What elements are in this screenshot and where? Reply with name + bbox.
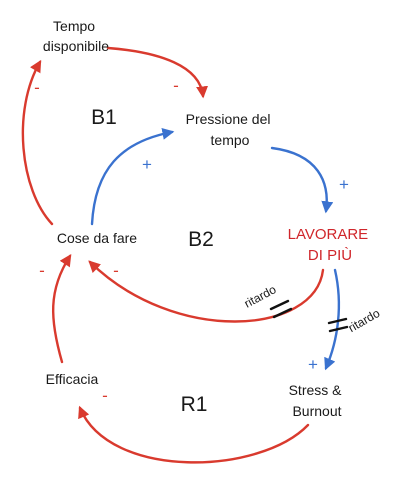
link-lavorare-to-cose	[88, 260, 325, 323]
node-cose-da-fare: Cose da fare	[57, 230, 137, 246]
loop-label-b1: B1	[91, 106, 117, 129]
node-tempo-disponibile: Tempo disponibile	[43, 18, 109, 54]
sign-cose-to-pressione: +	[142, 155, 152, 174]
sign-lavorare-to-cose: -	[113, 261, 119, 280]
delay-label-lavorare-to-stress: ritardo	[346, 306, 383, 335]
link-cose-to-pressione	[90, 127, 175, 226]
link-lavorare-to-stress	[324, 268, 341, 371]
link-stress-to-efficacia	[78, 405, 310, 464]
delay-mark-lavorare-to-cose	[269, 299, 293, 319]
sign-lavorare-to-stress: +	[308, 355, 318, 374]
node-lavorare-di-piu: LAVORARE DI PIÙ	[288, 226, 373, 264]
delay-mark-lavorare-to-stress	[327, 317, 349, 333]
sign-efficacia-to-cose: -	[39, 261, 45, 280]
loop-label-b2: B2	[188, 228, 214, 251]
link-pressione-to-lavorare	[270, 146, 334, 214]
sign-tempo-to-pressione: -	[173, 76, 179, 95]
link-cose-to-tempo	[21, 59, 54, 226]
node-efficacia: Efficacia	[46, 371, 99, 387]
node-stress-burnout: Stress & Burnout	[289, 382, 346, 419]
sign-pressione-to-lavorare: +	[339, 175, 349, 194]
loop-label-r1: R1	[181, 393, 208, 416]
link-efficacia-to-cose	[51, 253, 72, 364]
delay-label-lavorare-to-cose: ritardo	[242, 282, 279, 310]
link-tempo-to-pressione	[106, 46, 209, 99]
node-pressione-del-tempo: Pressione del tempo	[186, 111, 275, 148]
sign-cose-to-tempo: -	[34, 78, 40, 97]
sign-stress-to-efficacia: -	[102, 386, 108, 405]
